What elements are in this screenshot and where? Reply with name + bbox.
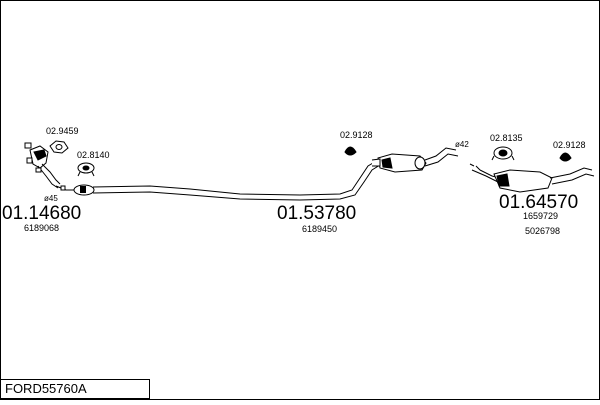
rear-oem-number-1: 1659729 <box>523 211 558 221</box>
hanger-rear-label: 02.9128 <box>553 140 586 150</box>
diameter-middle-label: ø42 <box>455 140 469 149</box>
middle-part-number: 01.53780 <box>277 203 356 224</box>
front-pipe <box>55 185 74 191</box>
diagram-title: FORD55760A <box>0 379 150 399</box>
middle-oem-number: 6189450 <box>302 224 337 234</box>
rear-oem-number-2: 5026798 <box>525 226 560 236</box>
diameter-front-label: ø45 <box>44 194 58 203</box>
clamp-rear-label: 02.8135 <box>490 133 523 143</box>
clamp-icon <box>491 146 515 161</box>
silencer-icon <box>371 153 427 173</box>
front-flange <box>60 185 66 191</box>
hanger-front-label: 02.8140 <box>77 150 110 160</box>
gasket-icon <box>49 140 69 154</box>
hanger-icon <box>344 146 357 156</box>
rear-part-number: 01.64570 <box>499 192 578 213</box>
gasket-front-label: 02.9459 <box>46 126 79 136</box>
catalytic-converter-icon <box>24 142 61 189</box>
middle-pipe <box>92 159 381 201</box>
silencer-icon <box>73 184 95 196</box>
hanger-middle-label: 02.9128 <box>340 130 373 140</box>
silencer-icon <box>493 169 553 193</box>
rear-tail-pipe <box>549 167 595 185</box>
front-part-number: 01.14680 <box>2 203 81 224</box>
front-oem-number: 6189068 <box>24 223 59 233</box>
hanger-icon <box>559 152 572 162</box>
hanger-icon <box>77 162 95 177</box>
rear-pipe-lower <box>471 169 499 183</box>
middle-tail-pipe <box>424 147 459 167</box>
